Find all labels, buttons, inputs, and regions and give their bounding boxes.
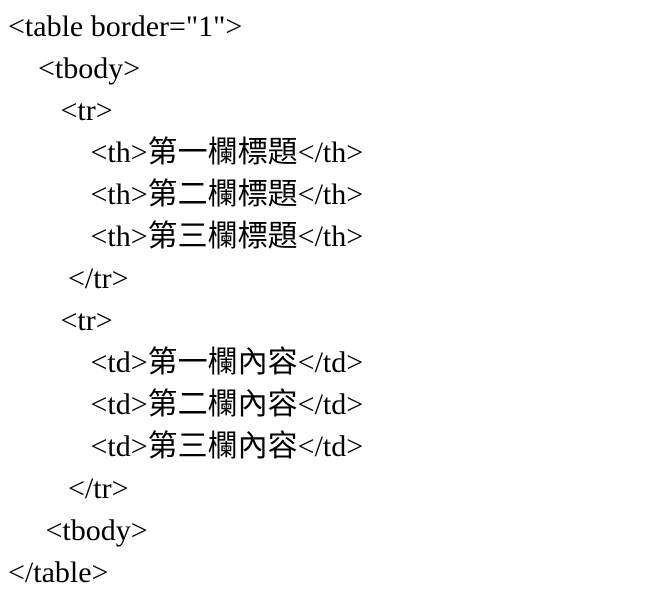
code-line: </table> [8, 556, 109, 589]
code-line: </tr> [8, 262, 129, 295]
code-line: <tr> [8, 304, 113, 337]
code-line: <th>第三欄標題</th> [8, 220, 364, 253]
code-line: <td>第一欄內容</td> [8, 346, 364, 379]
code-line: <td>第二欄內容</td> [8, 388, 364, 421]
code-line: <tbody> [8, 514, 148, 547]
code-line: </tr> [8, 472, 129, 505]
code-line: <th>第二欄標題</th> [8, 178, 364, 211]
code-line: <tr> [8, 94, 113, 127]
code-line: <tbody> [8, 52, 141, 85]
code-line: <table border="1"> [8, 10, 243, 43]
code-line: <td>第三欄內容</td> [8, 430, 364, 463]
code-line: <th>第一欄標題</th> [8, 136, 364, 169]
